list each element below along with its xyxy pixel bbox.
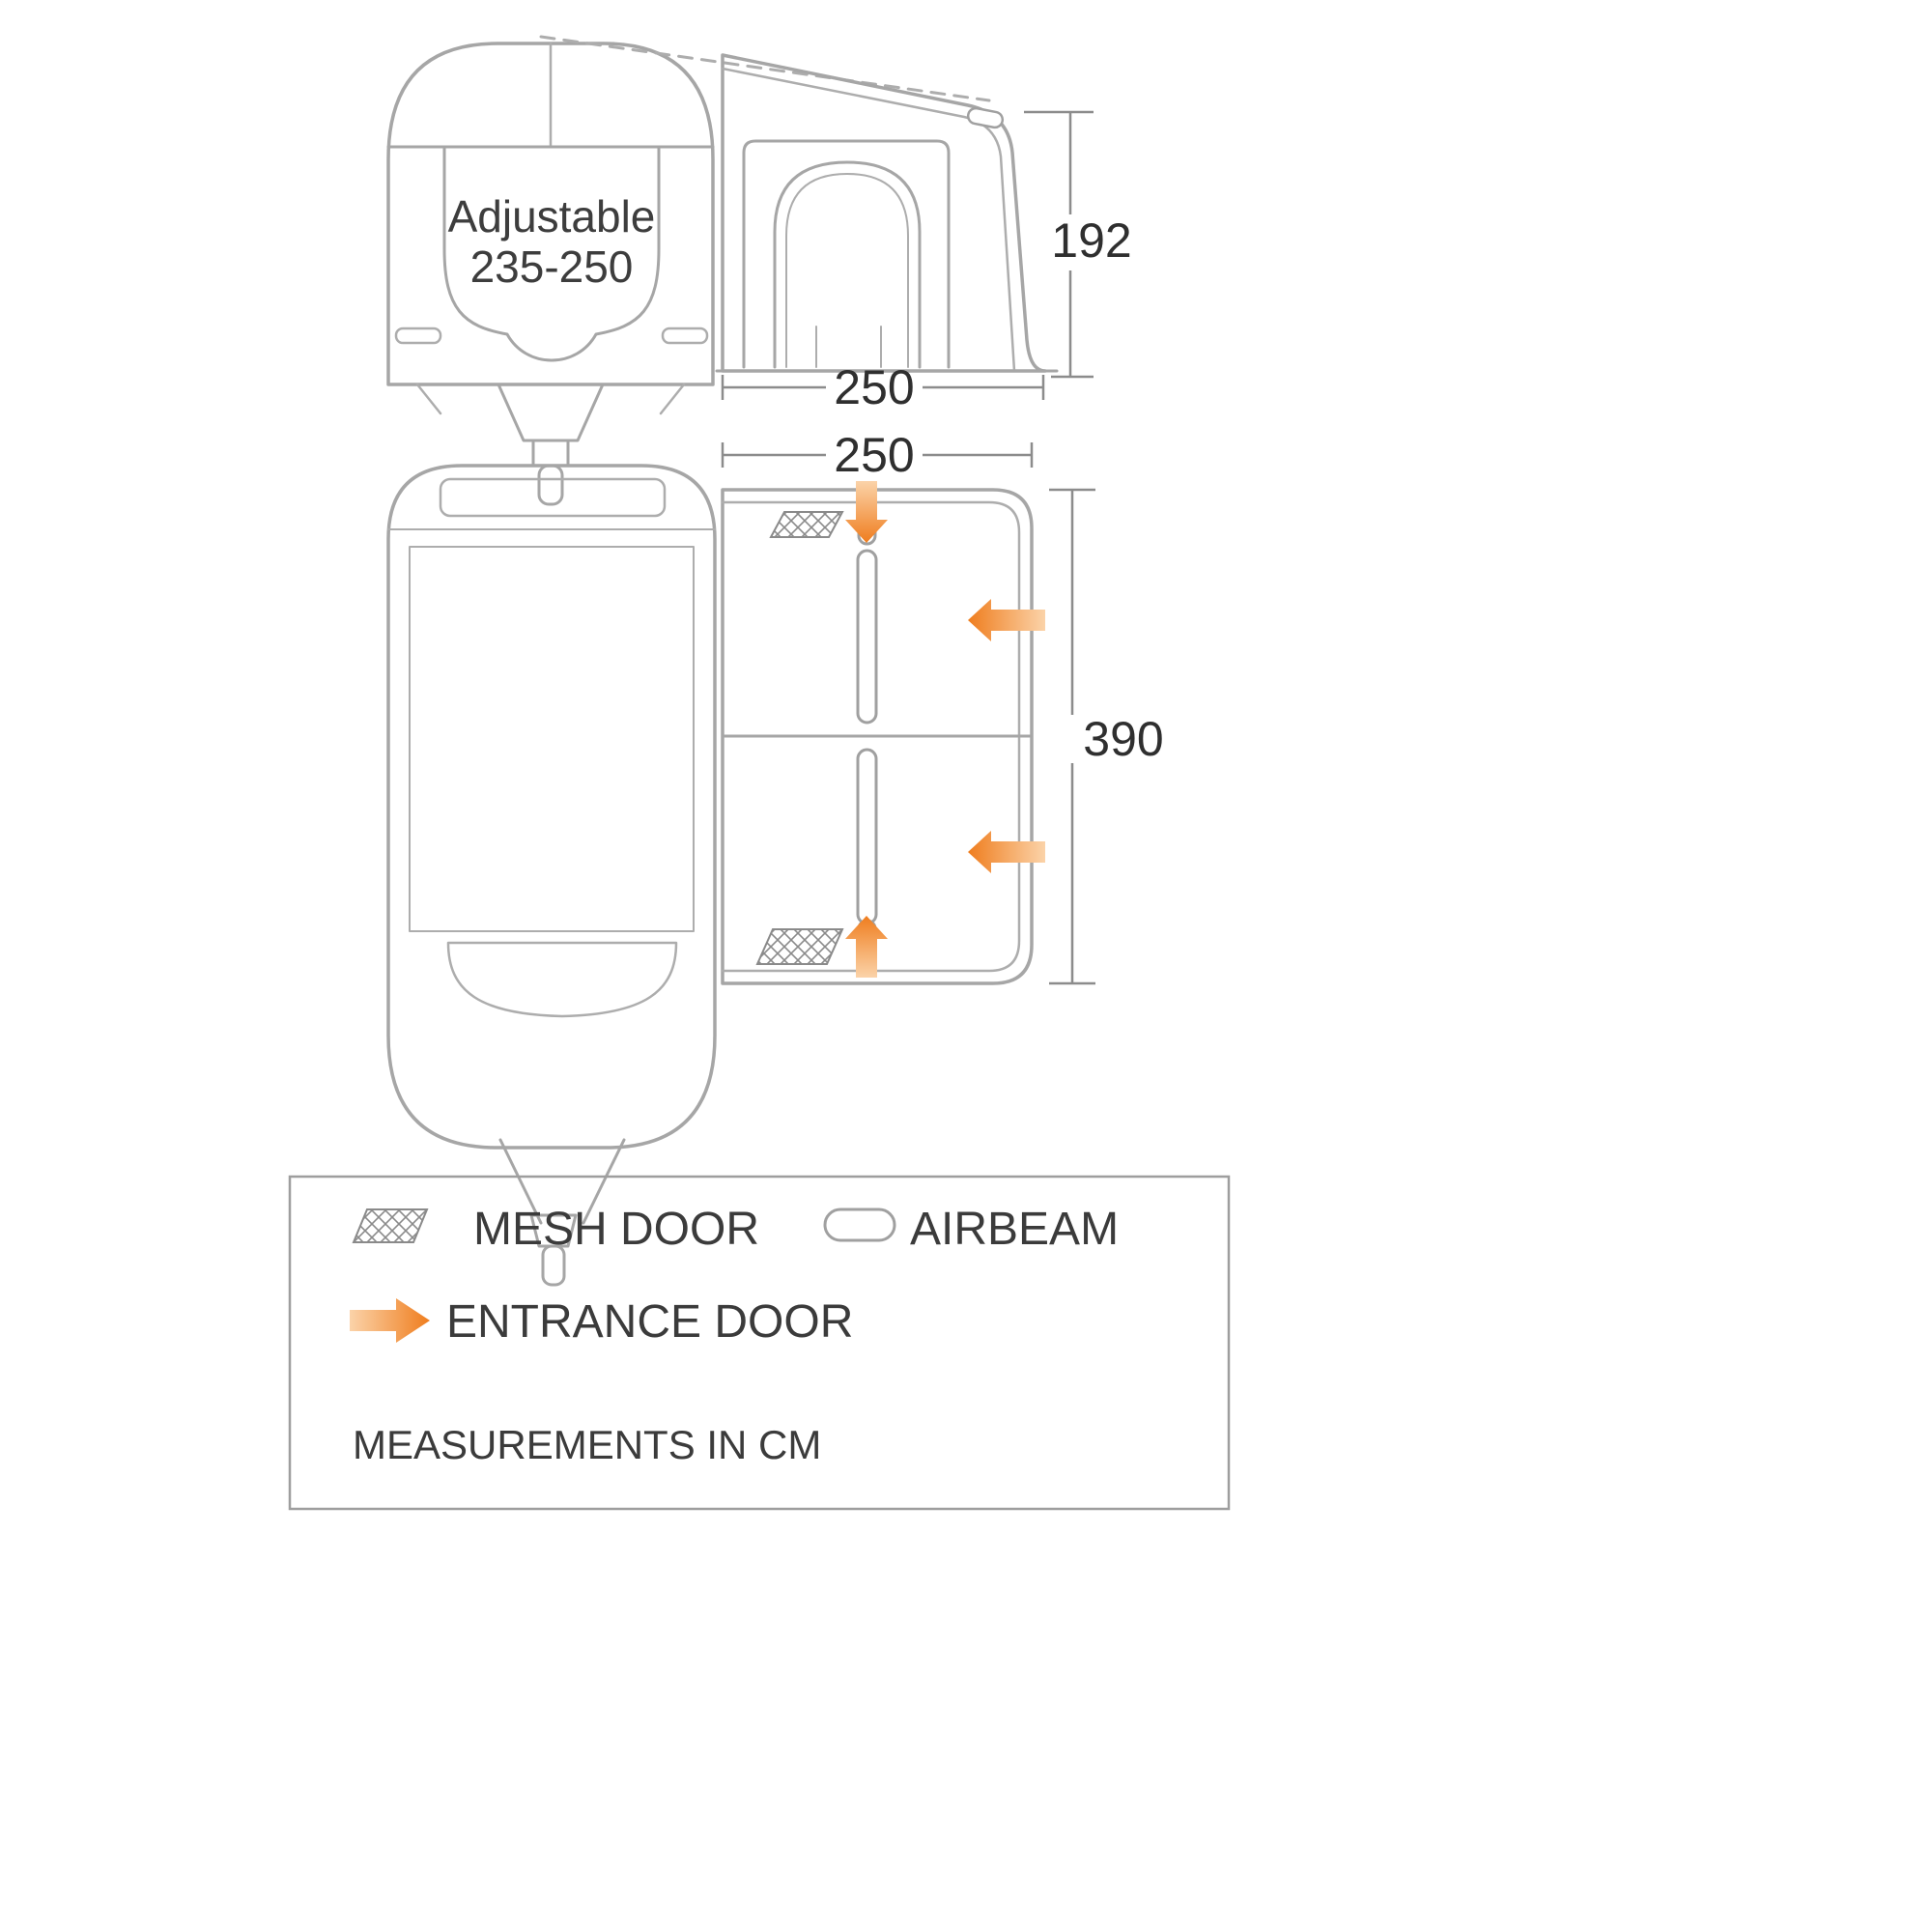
adjustable-roof-dashed-line bbox=[539, 35, 991, 102]
adjustable-label-line1: Adjustable bbox=[448, 191, 656, 242]
mesh-door-label: MESH DOOR bbox=[473, 1204, 759, 1255]
airbeam-label: AIRBEAM bbox=[910, 1204, 1119, 1255]
plan-front-window bbox=[446, 941, 678, 1018]
airbeam-icon bbox=[856, 549, 878, 724]
caravan-front-window bbox=[442, 145, 661, 362]
front-right-light bbox=[661, 327, 709, 345]
plan-roof-outline bbox=[409, 546, 695, 932]
depth-dimension-label: 250 bbox=[834, 360, 914, 414]
plan-width-dimension: 250 bbox=[721, 428, 1034, 482]
entrance-door-arrow-icon bbox=[350, 1298, 430, 1343]
plan-width-label: 250 bbox=[834, 428, 914, 482]
mesh-door-icon bbox=[769, 511, 844, 538]
entrance-door-arrow-icon bbox=[845, 481, 888, 543]
front-left-light bbox=[394, 327, 442, 345]
side-view-door bbox=[742, 139, 951, 369]
corner-steadies bbox=[415, 383, 686, 415]
plan-length-dimension: 390 bbox=[1049, 488, 1164, 985]
airbeam-icon bbox=[823, 1208, 896, 1242]
mesh-door-icon bbox=[352, 1208, 429, 1243]
entrance-door-arrow-icon bbox=[968, 831, 1045, 873]
height-dimension-label: 192 bbox=[1051, 213, 1131, 268]
entrance-door-label: ENTRANCE DOOR bbox=[446, 1296, 853, 1348]
caravan-front-view: Adjustable 235-250 bbox=[386, 42, 715, 506]
side-height-dimension: 192 bbox=[1024, 110, 1132, 379]
plan-hitch bbox=[498, 1138, 626, 1287]
legend-box bbox=[288, 1175, 1231, 1511]
awning-plan-view: 250 390 bbox=[721, 428, 1164, 985]
plan-length-label: 390 bbox=[1083, 712, 1163, 766]
legend: MESH DOOR AIRBEAM ENTRANCE DOOR MEASUREM… bbox=[288, 1175, 1231, 1511]
entrance-door-arrow-icon bbox=[968, 599, 1045, 641]
plan-roof-vent bbox=[439, 477, 667, 518]
measurements-note: MEASUREMENTS IN CM bbox=[353, 1422, 821, 1467]
side-depth-dimension: 250 bbox=[721, 360, 1045, 414]
airbeam-icon bbox=[856, 748, 878, 925]
side-view-beam-capsule bbox=[966, 106, 1005, 129]
adjustable-label-line2: 235-250 bbox=[470, 242, 634, 292]
awning-side-view: 192 250 bbox=[539, 35, 1132, 414]
entrance-door-arrow-icon bbox=[845, 916, 888, 978]
caravan-plan-view bbox=[386, 464, 717, 1287]
airbeam-capsules bbox=[856, 494, 878, 973]
mesh-door-icon bbox=[755, 928, 844, 965]
front-hitch bbox=[497, 383, 605, 506]
